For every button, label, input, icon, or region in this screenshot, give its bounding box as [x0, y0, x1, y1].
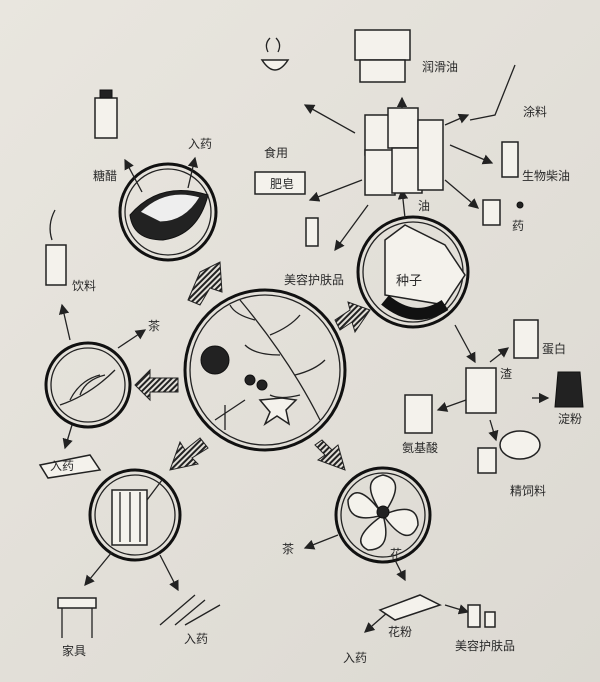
label-medicinal-leaf: 入药	[50, 459, 74, 473]
label-lubricant: 润滑油	[422, 60, 458, 74]
pig-feed-icon	[477, 430, 541, 474]
residue-block-icon	[465, 367, 497, 414]
medicine-bottle-icon	[482, 199, 524, 226]
label-seed: 种子	[396, 274, 422, 289]
label-tea-leaf: 茶	[148, 318, 160, 333]
wood-circle	[88, 468, 182, 562]
label-pollen: 花粉	[388, 624, 412, 639]
label-cosmetics-1: 美容护肤品	[284, 272, 344, 287]
starch-sack-icon	[554, 371, 584, 408]
paint-brush-icon	[469, 64, 516, 121]
protein-bottle-icon	[513, 319, 539, 359]
leaf-paper-icon	[38, 454, 102, 479]
label-medicinal-fruit: 入药	[188, 137, 212, 151]
label-starch: 淀粉	[558, 412, 582, 426]
oil-barrels-icon	[364, 107, 444, 196]
stool-icon	[57, 597, 97, 638]
cooking-bowl-icon	[260, 37, 290, 71]
label-food: 食用	[264, 145, 288, 160]
seed-circle: 种子	[356, 215, 470, 329]
machine-icon	[354, 29, 411, 83]
label-drink: 饮料	[72, 279, 96, 293]
label-furniture: 家具	[62, 643, 86, 658]
fruit-circle	[118, 162, 218, 262]
label-tea-flower: 茶	[282, 541, 294, 556]
root-bundle-icon	[159, 594, 221, 626]
grain-circle	[44, 341, 132, 429]
label-paint: 涂料	[523, 104, 547, 119]
vinegar-bottle-icon	[94, 89, 118, 139]
pollen-paper-icon	[378, 594, 442, 621]
label-medicinal-pollen: 入药	[343, 651, 367, 665]
label-medicine: 药	[512, 219, 524, 233]
label-amino-acid: 氨基酸	[402, 440, 438, 455]
amino-acid-bottle-icon	[404, 394, 433, 434]
label-protein: 蛋白	[542, 341, 566, 356]
hatched-arrows	[134, 261, 371, 471]
label-biodiesel: 生物柴油	[522, 169, 570, 183]
label-vinegar: 糖醋	[93, 168, 117, 183]
label-residue: 渣	[500, 367, 512, 381]
center-plant-circle	[183, 288, 347, 452]
label-soap: 肥皂	[270, 177, 294, 191]
label-cosmetics-2: 美容护肤品	[455, 638, 515, 653]
soap-box-icon	[254, 171, 306, 195]
label-medicinal-root: 入药	[184, 632, 208, 646]
biodiesel-cylinder-icon	[501, 141, 519, 178]
cosmetic-bottle-icon	[467, 604, 496, 628]
label-flower: 花	[390, 546, 402, 561]
label-feed: 精饲料	[510, 484, 546, 498]
flow-arrows	[58, 96, 550, 633]
cosmetic-tube-icon	[305, 217, 319, 247]
flower-circle: 花	[334, 466, 432, 564]
label-oil: 油	[418, 199, 430, 213]
drink-glass-icon	[45, 209, 67, 286]
